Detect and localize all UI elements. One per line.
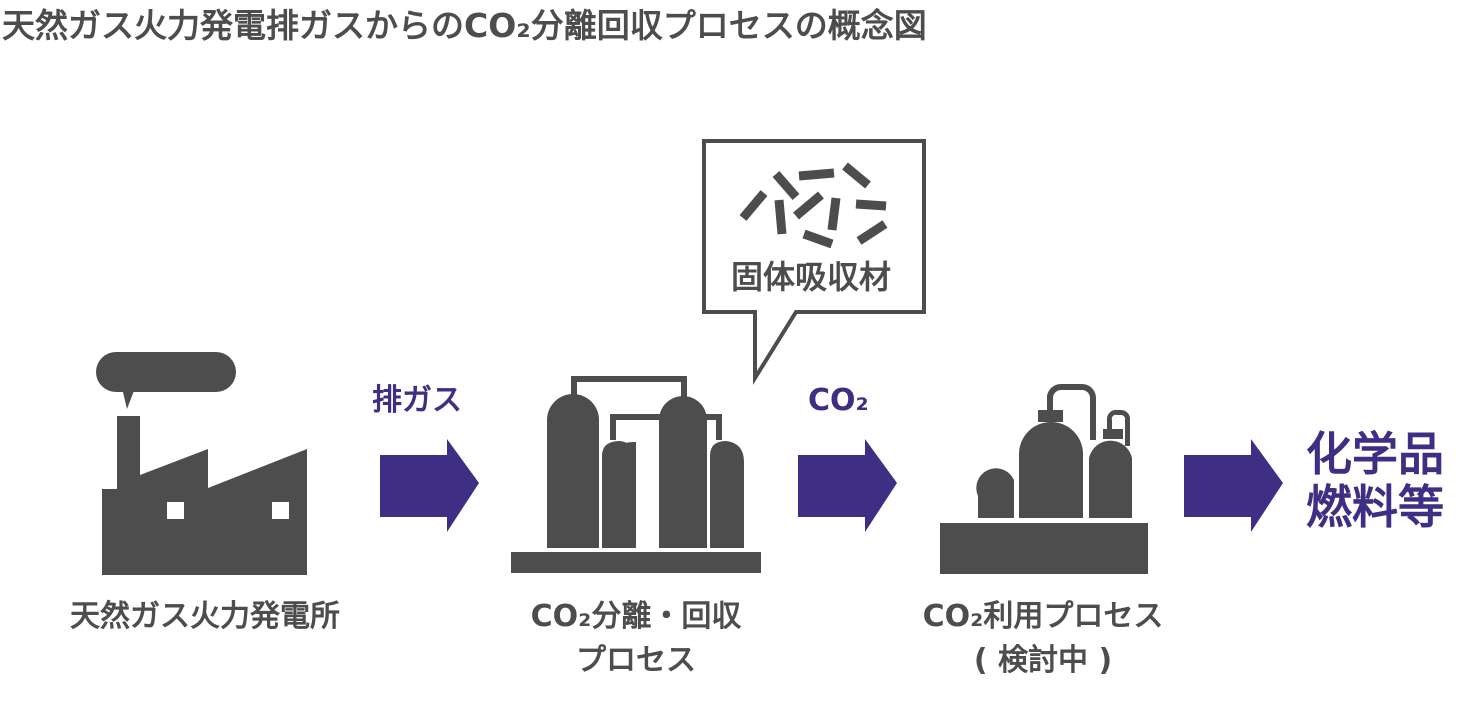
stage-label-capture-line-1: CO₂分離・回収 bbox=[530, 599, 742, 634]
callout-label: 固体吸収材 bbox=[731, 258, 892, 296]
right-arrow-icon bbox=[1184, 439, 1283, 532]
chemical-plant-icon bbox=[940, 383, 1148, 574]
stage-label-power-plant: 天然ガス火力発電所 bbox=[70, 599, 340, 634]
smoke-cloud-icon bbox=[96, 352, 236, 409]
stage-label-utilization-line-2: ( 検討中 ) bbox=[973, 643, 1113, 678]
separation-towers-icon bbox=[511, 376, 761, 573]
flow-label-exhaust: 排ガス bbox=[372, 383, 462, 418]
window-icon bbox=[272, 502, 289, 519]
products-line-1: 化学品 bbox=[1306, 427, 1444, 481]
sorbent-particles-icon bbox=[739, 162, 888, 249]
right-arrow-icon bbox=[380, 439, 479, 532]
products-line-2: 燃料等 bbox=[1306, 480, 1444, 534]
right-arrow-icon bbox=[798, 439, 897, 532]
stage-label-utilization-line-1: CO₂利用プロセス bbox=[922, 599, 1164, 634]
factory-icon bbox=[96, 352, 307, 575]
diagram-title: 天然ガス火力発電排ガスからのCO₂分離回収プロセスの概念図 bbox=[2, 6, 927, 45]
callout-bubble bbox=[702, 139, 926, 386]
flow-label-co2: CO₂ bbox=[808, 383, 869, 418]
stage-label-capture-line-2: プロセス bbox=[576, 643, 696, 678]
window-icon bbox=[167, 502, 184, 519]
